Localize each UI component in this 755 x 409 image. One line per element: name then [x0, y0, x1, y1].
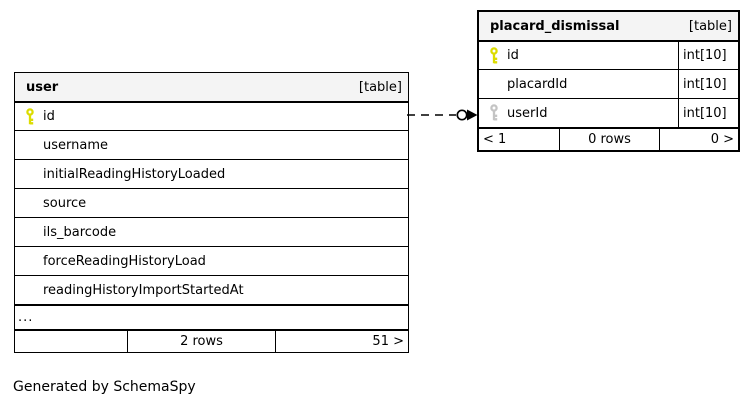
column-name: source	[43, 195, 87, 211]
column-name: placardId	[507, 76, 568, 92]
column-name: ils_barcode	[43, 224, 117, 240]
footer-related-out: 0 >	[659, 129, 738, 150]
table-header-user: user [table]	[15, 73, 408, 101]
table-footer-placard-dismissal: < 1 0 rows 0 >	[479, 127, 738, 150]
table-node-user[interactable]: user [table] id username initialReadingH…	[14, 72, 409, 353]
column-row-placardId: placardId int[10]	[479, 69, 738, 98]
column-name: forceReadingHistoryLoad	[43, 253, 206, 269]
column-row-userId: userId int[10]	[479, 98, 738, 127]
column-type: int[10]	[678, 42, 738, 69]
footer-row-count: 2 rows	[127, 331, 275, 352]
generated-by-caption: Generated by SchemaSpy	[13, 379, 196, 395]
column-row-username: username	[15, 130, 408, 159]
column-row-id: id int[10]	[479, 40, 738, 69]
footer-related-in: < 1	[483, 132, 507, 147]
table-type-badge: [table]	[358, 79, 402, 95]
primary-key-icon	[490, 46, 498, 63]
table-type-badge: [table]	[688, 18, 732, 34]
column-row-ils_barcode: ils_barcode	[15, 217, 408, 246]
column-name: readingHistoryImportStartedAt	[43, 282, 244, 298]
table-name-placard-dismissal[interactable]: placard_dismissal	[490, 18, 620, 34]
table-name-user[interactable]: user	[26, 79, 59, 95]
relationship-circle-end	[456, 109, 468, 121]
relationship-arrowhead	[467, 109, 478, 121]
hidden-columns-ellipsis: ...	[15, 304, 408, 329]
column-type: int[10]	[678, 70, 738, 98]
footer-row-count: 0 rows	[559, 129, 659, 150]
column-name: userId	[507, 105, 548, 121]
footer-related-out: 51 >	[275, 331, 408, 352]
footer-related-in	[15, 331, 127, 352]
column-type: int[10]	[678, 99, 738, 127]
column-name: id	[507, 48, 519, 63]
column-row-readingHistoryImportStartedAt: readingHistoryImportStartedAt	[15, 275, 408, 304]
column-name: initialReadingHistoryLoaded	[43, 166, 226, 182]
table-header-placard-dismissal: placard_dismissal [table]	[479, 12, 738, 40]
foreign-key-icon	[490, 104, 498, 121]
table-footer-user: 2 rows 51 >	[15, 329, 408, 352]
column-row-forceReadingHistoryLoad: forceReadingHistoryLoad	[15, 246, 408, 275]
column-name: id	[43, 109, 55, 124]
column-row-source: source	[15, 188, 408, 217]
column-row-id: id	[15, 101, 408, 130]
table-node-placard-dismissal[interactable]: placard_dismissal [table] id int[10] pla…	[477, 10, 740, 152]
column-name: username	[43, 137, 108, 153]
column-row-initialReadingHistoryLoaded: initialReadingHistoryLoaded	[15, 159, 408, 188]
relationship-connector	[407, 109, 478, 121]
primary-key-icon	[26, 107, 34, 124]
